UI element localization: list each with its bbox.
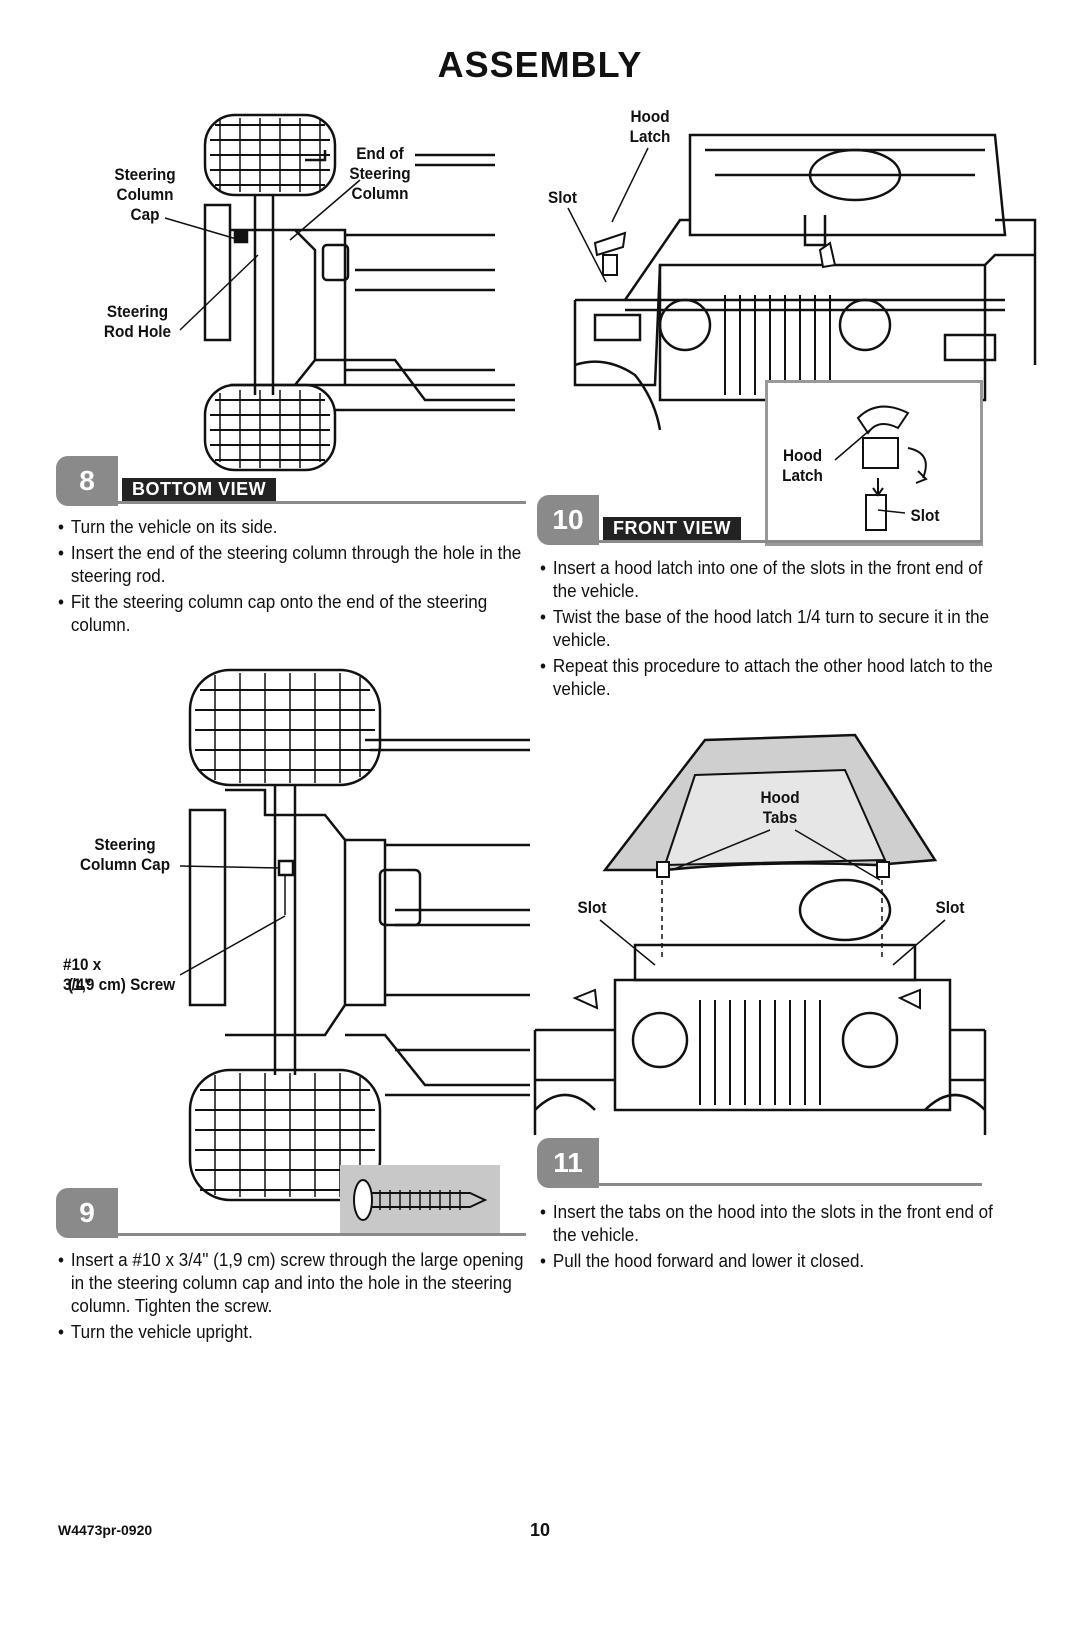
step10-instructions: Insert a hood latch into one of the slot… xyxy=(540,556,993,703)
label-screw-metric: (1,9 cm) Screw xyxy=(68,975,176,994)
step10-header: 10 FRONT VIEW xyxy=(537,495,982,545)
inset-latch-drawing xyxy=(856,405,928,531)
step9-instructions: Insert a #10 x 3/4" (1,9 cm) screw throu… xyxy=(58,1248,528,1346)
label-hood-tabs: Hood Tabs xyxy=(760,788,800,827)
hood-latch-inset xyxy=(765,380,983,546)
list-item: Insert the end of the steering column th… xyxy=(58,541,538,587)
step11-header: 11 xyxy=(537,1138,982,1188)
label-screw-size: #10 x 3/4" xyxy=(63,955,102,994)
label-end-of-steering-column: End of Steering Column xyxy=(349,144,411,203)
step-number-9: 9 xyxy=(56,1188,118,1238)
list-item: Insert the tabs on the hood into the slo… xyxy=(540,1200,1000,1246)
label-slot-left: Slot xyxy=(577,898,607,917)
list-item: Insert a hood latch into one of the slot… xyxy=(540,556,1000,602)
step9-illustration xyxy=(188,668,530,1235)
step11-instructions: Insert the tabs on the hood into the slo… xyxy=(540,1200,993,1275)
step10-illustration xyxy=(573,133,1037,431)
page-title: ASSEMBLY xyxy=(437,44,643,85)
document-code: W4473pr-0920 xyxy=(58,1522,153,1538)
label-slot: Slot xyxy=(548,188,577,207)
step-number-8: 8 xyxy=(56,456,118,506)
step-rule xyxy=(599,1183,982,1186)
step9-header: 9 xyxy=(56,1188,526,1238)
label-inset-slot: Slot xyxy=(910,506,940,525)
step-number-10: 10 xyxy=(537,495,599,545)
view-tag-front: FRONT VIEW xyxy=(603,517,741,540)
label-steering-column-cap: Steering Column Cap xyxy=(114,165,176,224)
label-inset-hood-latch: Hood Latch xyxy=(782,446,823,485)
view-tag-bottom: BOTTOM VIEW xyxy=(122,478,277,501)
step8-header: 8 BOTTOM VIEW xyxy=(56,456,526,506)
label-steering-column-cap-9: Steering Column Cap xyxy=(79,835,171,874)
list-item: Turn the vehicle upright. xyxy=(58,1320,538,1343)
label-hood-latch: Hood Latch xyxy=(629,107,671,146)
list-item: Turn the vehicle on its side. xyxy=(58,515,538,538)
list-item: Repeat this procedure to attach the othe… xyxy=(540,654,1000,700)
page-number: 10 xyxy=(529,1520,551,1540)
step-number-11: 11 xyxy=(537,1138,599,1188)
step-rule xyxy=(118,1233,526,1236)
list-item: Pull the hood forward and lower it close… xyxy=(540,1249,1000,1272)
list-item: Twist the base of the hood latch 1/4 tur… xyxy=(540,605,1000,651)
step8-instructions: Turn the vehicle on its side. Insert the… xyxy=(58,515,528,639)
label-slot-right: Slot xyxy=(935,898,965,917)
list-item: Insert a #10 x 3/4" (1,9 cm) screw throu… xyxy=(58,1248,538,1317)
list-item: Fit the steering column cap onto the end… xyxy=(58,590,538,636)
label-steering-rod-hole: Steering Rod Hole xyxy=(103,302,172,341)
step-rule xyxy=(118,501,526,504)
step-rule xyxy=(599,540,982,543)
